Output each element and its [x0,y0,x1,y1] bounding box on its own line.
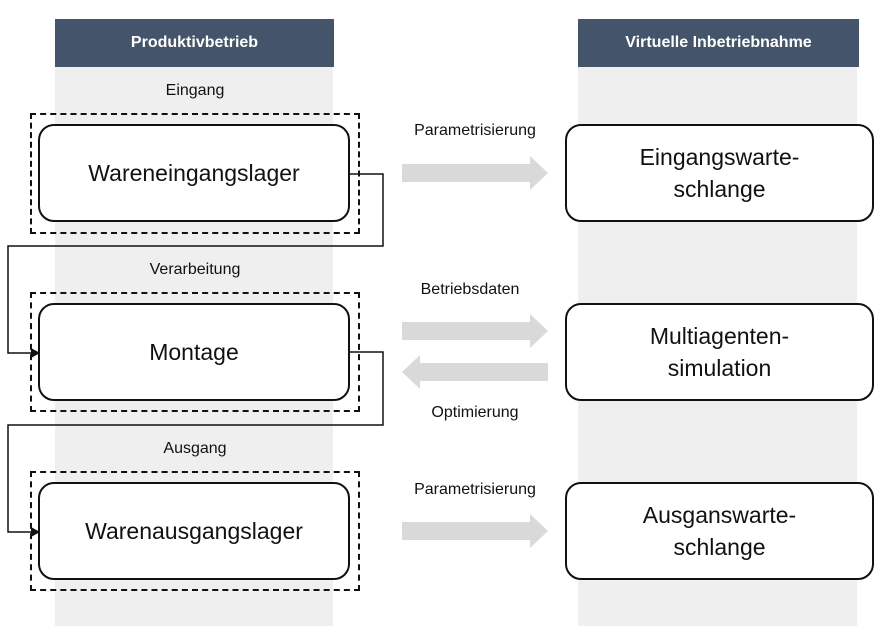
connector-arrowhead-montage [31,348,40,358]
section-label-eingang: Eingang [165,82,225,99]
process-box-warenausgangslager: Warenausgangslager [38,482,350,580]
process-box-wareneingangslager: Wareneingangslager [38,124,350,222]
right-arrow-parametrisierung-ausgang [402,514,548,548]
target-box-label: Eingangswarte- schlange [639,144,800,202]
target-box-label: Ausganswarte- schlange [642,502,797,560]
connector-eingang-to-montage [7,173,384,354]
process-box-montage: Montage [38,303,350,401]
arrow-label-betriebsdaten: Betriebsdaten [420,281,520,298]
connector-arrowhead-ausgang [31,527,40,537]
target-box-ausganswarteschlange: Ausganswarte- schlange [565,482,874,580]
arrow-label-optimierung: Optimierung [431,404,519,421]
process-box-label: Montage [149,339,239,365]
target-box-label: Multiagenten- simulation [649,323,790,381]
left-arrow-optimierung [402,355,548,389]
target-box-multiagentensimulation: Multiagenten- simulation [565,303,874,401]
arrow-label-parametrisierung-ausgang: Parametrisierung [414,481,536,498]
target-box-eingangswarteschlange: Eingangswarte- schlange [565,124,874,222]
connector-montage-to-ausgang [7,351,384,533]
process-box-label: Warenausgangslager [85,518,303,544]
arrow-label-parametrisierung-eingang: Parametrisierung [414,122,536,139]
right-arrow-parametrisierung-eingang [402,156,548,190]
right-column-header: Virtuelle Inbetriebnahme [578,19,859,67]
section-label-verarbeitung: Verarbeitung [149,261,241,278]
right-arrow-betriebsdaten [402,314,548,348]
process-box-label: Wareneingangslager [88,160,300,186]
left-column-header: Produktivbetrieb [55,19,334,67]
section-label-ausgang: Ausgang [163,440,227,457]
